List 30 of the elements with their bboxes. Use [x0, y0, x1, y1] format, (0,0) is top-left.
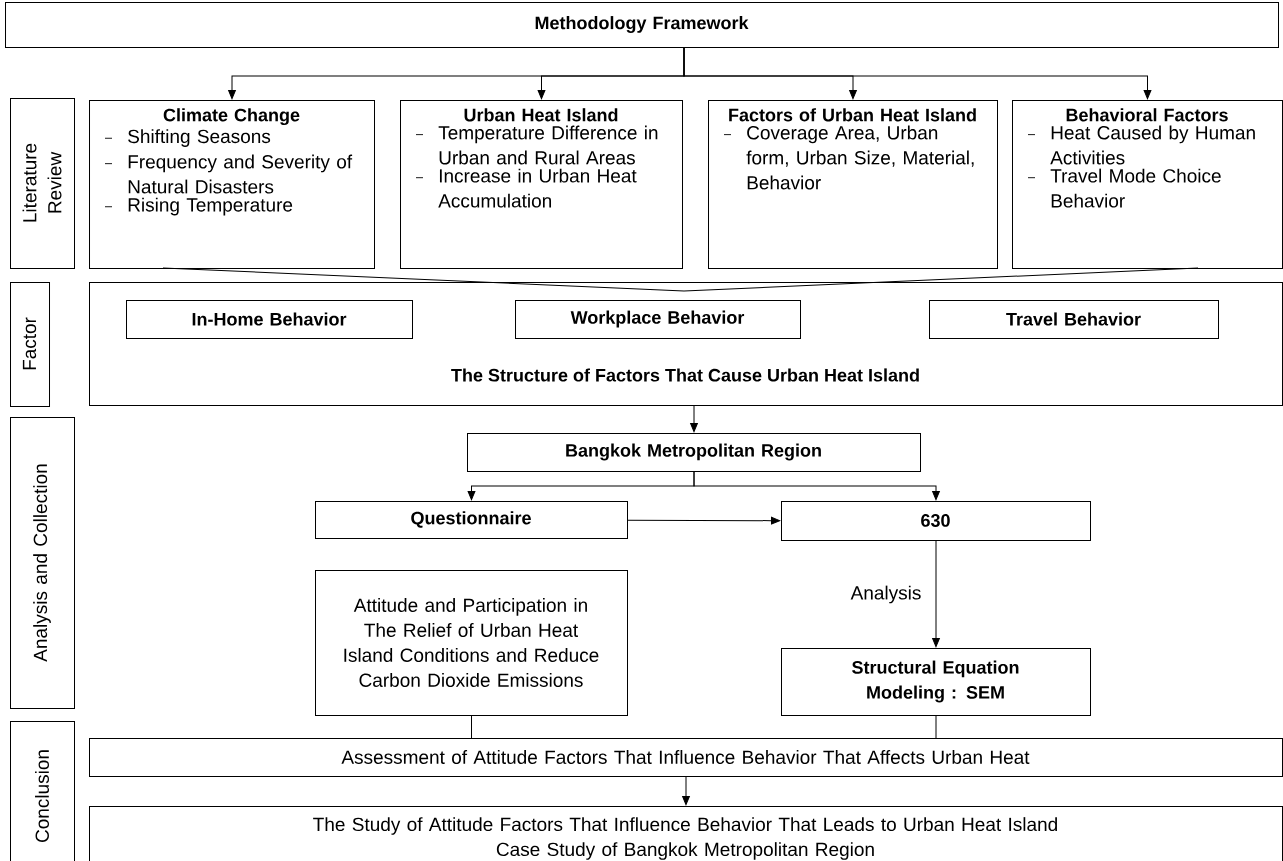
connector-line [935, 715, 937, 739]
process-box: Bangkok Metropolitan Region [467, 433, 921, 472]
title-box: Methodology Framework [5, 2, 1279, 48]
process-box: Structural Equation Modeling : SEM [781, 648, 1091, 716]
connector-line [162, 267, 685, 292]
connector-line [683, 267, 1199, 292]
result-box: The Study of Attitude Factors That Influence Behavior That Leads to Urban Heat Island Case Study of Bangkok Metropolitan Region [89, 806, 1283, 861]
result-box: Assessment of Attitude Factors That Influence Behavior That Affects Urban Heat [89, 738, 1283, 777]
arrow [932, 540, 940, 648]
process-box: Questionnaire [315, 501, 628, 539]
arrow [682, 776, 690, 806]
factor-box: Travel Behavior [929, 300, 1219, 339]
section-label: Analysis and Collection [10, 417, 75, 709]
arrow [690, 405, 698, 433]
topic-box: Urban Heat Island Temperature Difference in Urban and Rural Areas Increase in Urban Heat Accumulation [400, 100, 683, 269]
topic-box: Factors of Urban Heat Island Coverage Area, Urban form, Urban Size, Material, Behavior [708, 100, 998, 269]
arrow [683, 47, 1152, 100]
topic-box: Climate Change Shifting Seasons Frequency and Severity of Natural Disasters Rising Temperature [89, 100, 375, 269]
arrow [693, 471, 940, 501]
topic-box: Behavioral Factors Heat Caused by Human Activities Travel Mode Choice Behavior [1012, 100, 1283, 269]
section-label: Conclusion [10, 721, 75, 861]
factor-box: Workplace Behavior [515, 300, 801, 339]
arrow [627, 516, 781, 525]
section-label: Literature Review [10, 98, 75, 269]
process-box: Attitude and Participation in The Relief of Urban Heat Island Conditions and Reduce Carbon Dioxide Emissions [315, 570, 628, 716]
connector-line [471, 715, 472, 739]
edge-label: Analysis [848, 583, 924, 606]
section-label: Factor [10, 282, 50, 407]
factor-box: In-Home Behavior [126, 300, 413, 339]
process-box: 630 [781, 501, 1091, 541]
